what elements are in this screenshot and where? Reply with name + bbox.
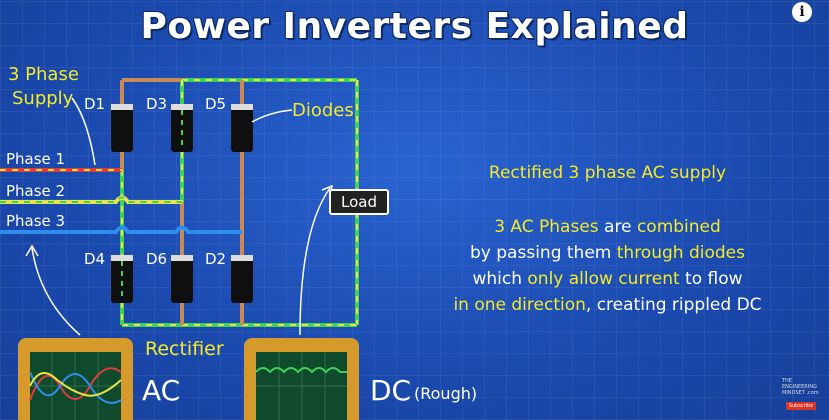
- explanation-4b: , creating rippled DC: [585, 295, 762, 315]
- explanation-line-1: 3 AC Phases are combined: [395, 214, 820, 240]
- ac-label: AC: [142, 374, 181, 407]
- page-title: Power Inverters Explained: [140, 6, 689, 47]
- ac-oscilloscope: [18, 338, 133, 420]
- ac-scope-arrow: [31, 247, 81, 336]
- diode-d2: [231, 255, 253, 303]
- info-icon[interactable]: i: [792, 2, 812, 22]
- explanation-1c: are: [598, 217, 637, 237]
- explanation-1d: combined: [636, 217, 721, 237]
- ac-scope-arrowhead: [25, 244, 39, 257]
- diode-label-d4: D4: [84, 250, 106, 268]
- dc-label: DC: [370, 374, 412, 407]
- diode-label-d2: D2: [205, 250, 227, 268]
- rectifier-label: Rectifier: [145, 338, 224, 360]
- load-box: Load: [329, 189, 389, 215]
- explanation-3c: to flow: [679, 269, 743, 289]
- explanation-1a: 3 AC: [494, 217, 540, 237]
- explanation-line-3: which only allow current to flow: [395, 266, 820, 292]
- diode-d1: [111, 104, 133, 152]
- dc-oscilloscope: [244, 338, 359, 420]
- explanation-line-2: by passing them through diodes: [395, 240, 820, 266]
- diode-label-d3: D3: [146, 95, 168, 113]
- diode-label-d6: D6: [146, 250, 168, 268]
- phase3-label: Phase 3: [6, 212, 66, 230]
- diode-d5: [231, 104, 253, 152]
- diode-d4: [111, 255, 133, 303]
- subscribe-button[interactable]: Subscribe: [786, 402, 816, 410]
- explanation-4a: in one direction: [453, 295, 586, 315]
- explanation-2a: by passing them: [470, 243, 617, 263]
- phase1-label: Phase 1: [6, 150, 66, 168]
- dc-scope-arrow: [299, 187, 331, 336]
- dc-sub-label: (Rough): [414, 384, 478, 403]
- phase2-wire-dash: [0, 196, 182, 203]
- channel-logo: THE ENGINEERING MINDSET .com: [782, 378, 819, 396]
- right-heading: Rectified 3 phase AC supply: [488, 163, 727, 183]
- supply-label-line1: 3 Phase: [8, 64, 79, 85]
- diodes-label: Diodes: [292, 100, 354, 121]
- diodes-leader-line: [251, 109, 293, 123]
- diode-label-d5: D5: [205, 95, 227, 113]
- explanation-1b: Phases: [539, 217, 599, 237]
- phase3-wire: [0, 225, 242, 234]
- supply-label-line2: Supply: [12, 88, 74, 109]
- explanation-3b: only allow current: [527, 269, 680, 289]
- phase2-label: Phase 2: [6, 182, 66, 200]
- explanation-line-4: in one direction, creating rippled DC: [395, 292, 820, 318]
- explanation-3a: which: [472, 269, 528, 289]
- diode-d6: [171, 255, 193, 303]
- diode-label-d1: D1: [84, 95, 106, 113]
- explanation-2b: through diodes: [616, 243, 745, 263]
- diode-d3: [171, 104, 193, 152]
- supply-leader-line: [71, 97, 96, 166]
